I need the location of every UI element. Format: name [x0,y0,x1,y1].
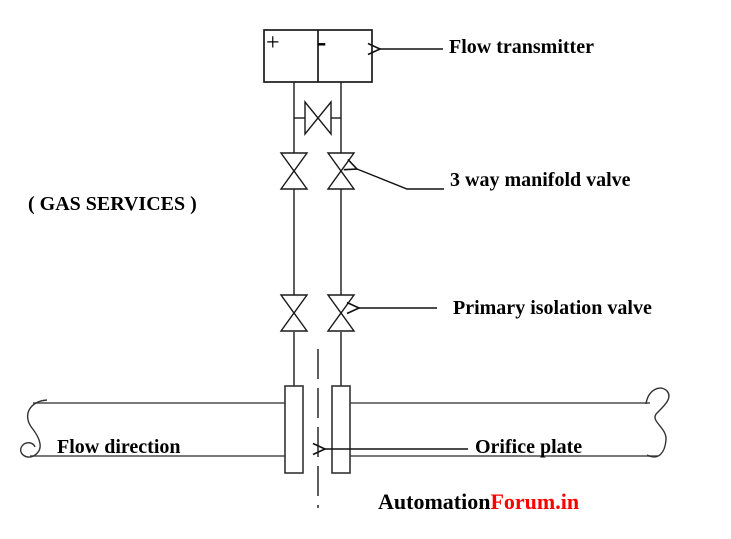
orifice-flange-left [284,385,304,474]
flow-direction-label: Flow direction [57,436,181,458]
manifold-valve-arrow [343,158,444,190]
watermark-black: Automation [378,489,491,514]
pipe-break-left-icon [20,399,48,458]
flow-transmitter-symbol [263,29,373,83]
watermark-red: Forum.in [490,489,580,514]
isolation-valve-label: Primary isolation valve [453,297,652,319]
isolation-valve-right-symbol [326,294,356,332]
manifold-valve-left-symbol [279,152,309,190]
orifice-plate-label: Orifice plate [475,436,583,458]
impulse-lines [293,82,342,386]
equalizing-valve-symbol [294,100,341,136]
gas-services-note: ( GAS SERVICES ) [28,193,197,215]
orifice-flange-right [331,385,351,474]
manifold-valve-label: 3 way manifold valve [450,169,631,191]
annotation-arrows [312,42,468,456]
transmitter-plus-sign: + [266,30,280,56]
process-pipe [30,402,658,457]
transmitter-minus-sign: - [317,27,327,58]
pipe-break-right-icon [645,387,670,458]
flow-transmitter-label: Flow transmitter [449,36,594,58]
manifold-valve-right-symbol [326,152,356,190]
isolation-valve-left-symbol [279,294,309,332]
watermark: AutomationForum.in [378,489,579,515]
